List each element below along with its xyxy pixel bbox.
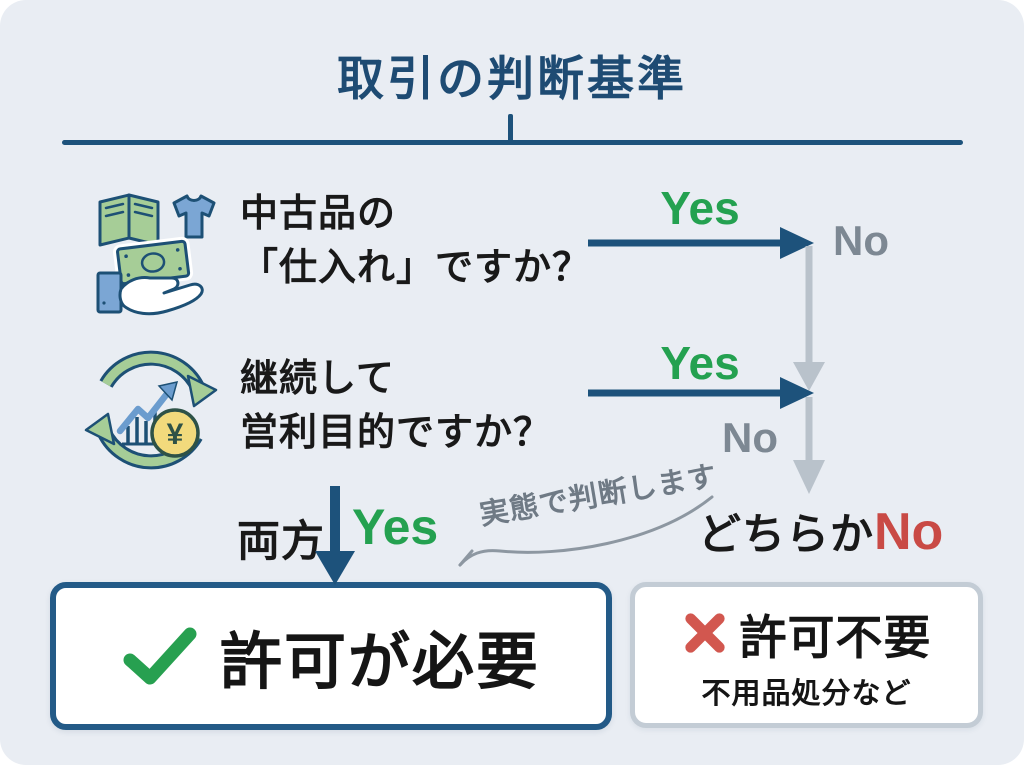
cross-icon [684, 613, 725, 653]
question-1-line1: 中古品の [240, 193, 397, 235]
checkmark-icon [123, 627, 197, 685]
tshirt-icon [172, 194, 216, 239]
result-not-required-label: 許可不要 [739, 610, 932, 664]
page-title: 取引の判断基準 [337, 52, 687, 105]
result-permission-required: 許可が必要 [50, 582, 612, 730]
question-1-yes-label: Yes [660, 182, 740, 234]
question-1-text: 中古品の 「仕入れ」ですか？ [240, 188, 591, 296]
secondhand-goods-in-hand-icon [96, 193, 216, 316]
question-1-no-label: No [833, 217, 889, 264]
question-2-text: 継続して 営利目的ですか？ [240, 353, 552, 461]
title-connector-tick [508, 114, 513, 144]
question-1-line2: 「仕入れ」ですか？ [240, 246, 592, 289]
profit-cycle-icon: ¥ [84, 350, 218, 470]
both-yes-prefix: 両方 [237, 518, 325, 566]
book-icon [98, 193, 160, 247]
either-no-group: どちらか No [698, 500, 943, 562]
title-divider [62, 140, 963, 145]
result-not-required-row: 許可不要 [682, 599, 932, 668]
question-2-line1: 継続して [240, 358, 395, 400]
no-connector-arrowhead-2 [793, 460, 825, 494]
either-no-label: No [874, 503, 944, 561]
question-2-no-label: No [722, 414, 778, 461]
either-no-prefix: どちらか [698, 511, 874, 559]
result-permission-not-required: 許可不要 不用品処分など [630, 582, 983, 728]
note-swoosh-tip [458, 549, 474, 567]
result-required-label: 許可が必要 [219, 628, 540, 697]
question-2-line2: 営利目的ですか？ [240, 411, 553, 454]
svg-text:¥: ¥ [167, 418, 184, 451]
question-2-yes-label: Yes [660, 337, 740, 389]
hand-icon [96, 271, 204, 316]
result-not-required-subtext: 不用品処分など [701, 677, 912, 710]
yen-coin-icon: ¥ [150, 408, 200, 458]
both-yes-label: Yes [352, 499, 439, 555]
judged-by-reality-note: 実態で判断します [477, 460, 720, 532]
